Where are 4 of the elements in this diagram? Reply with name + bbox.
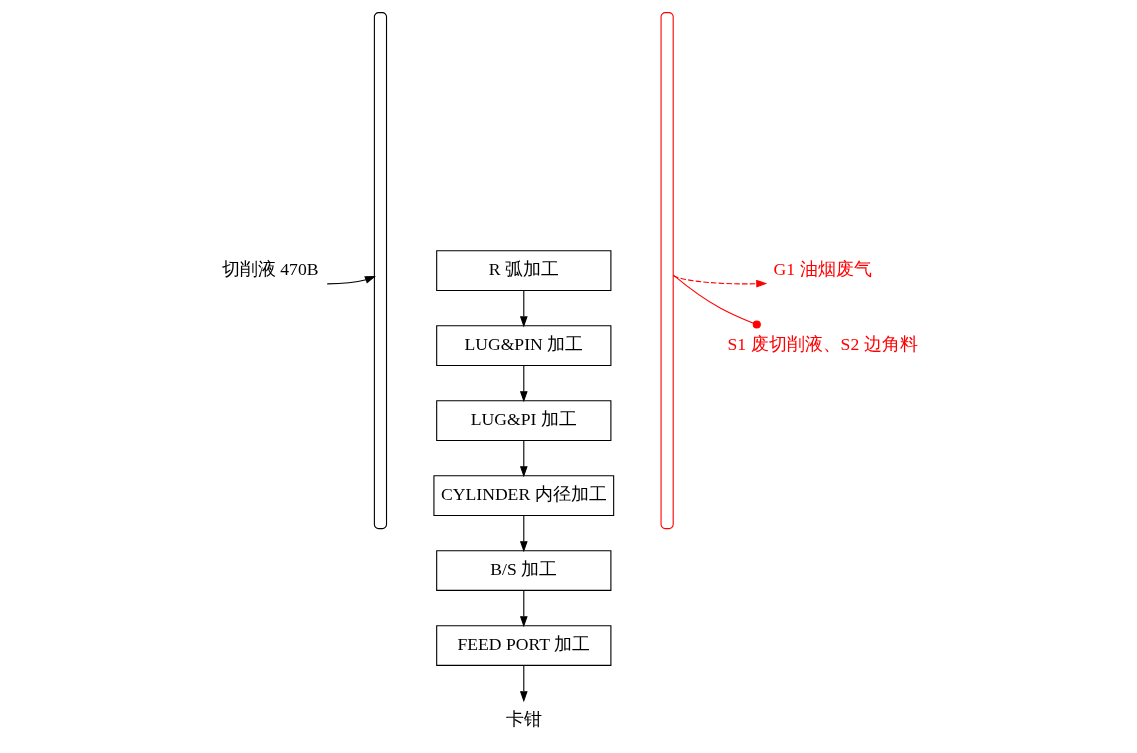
node-text: 切削液 470B <box>221 258 318 279</box>
node-text: G1 油烟废气 <box>773 258 872 279</box>
node-text: S1 废切削液、S2 边角料 <box>727 333 918 354</box>
node-text: 卡钳 <box>505 708 542 729</box>
